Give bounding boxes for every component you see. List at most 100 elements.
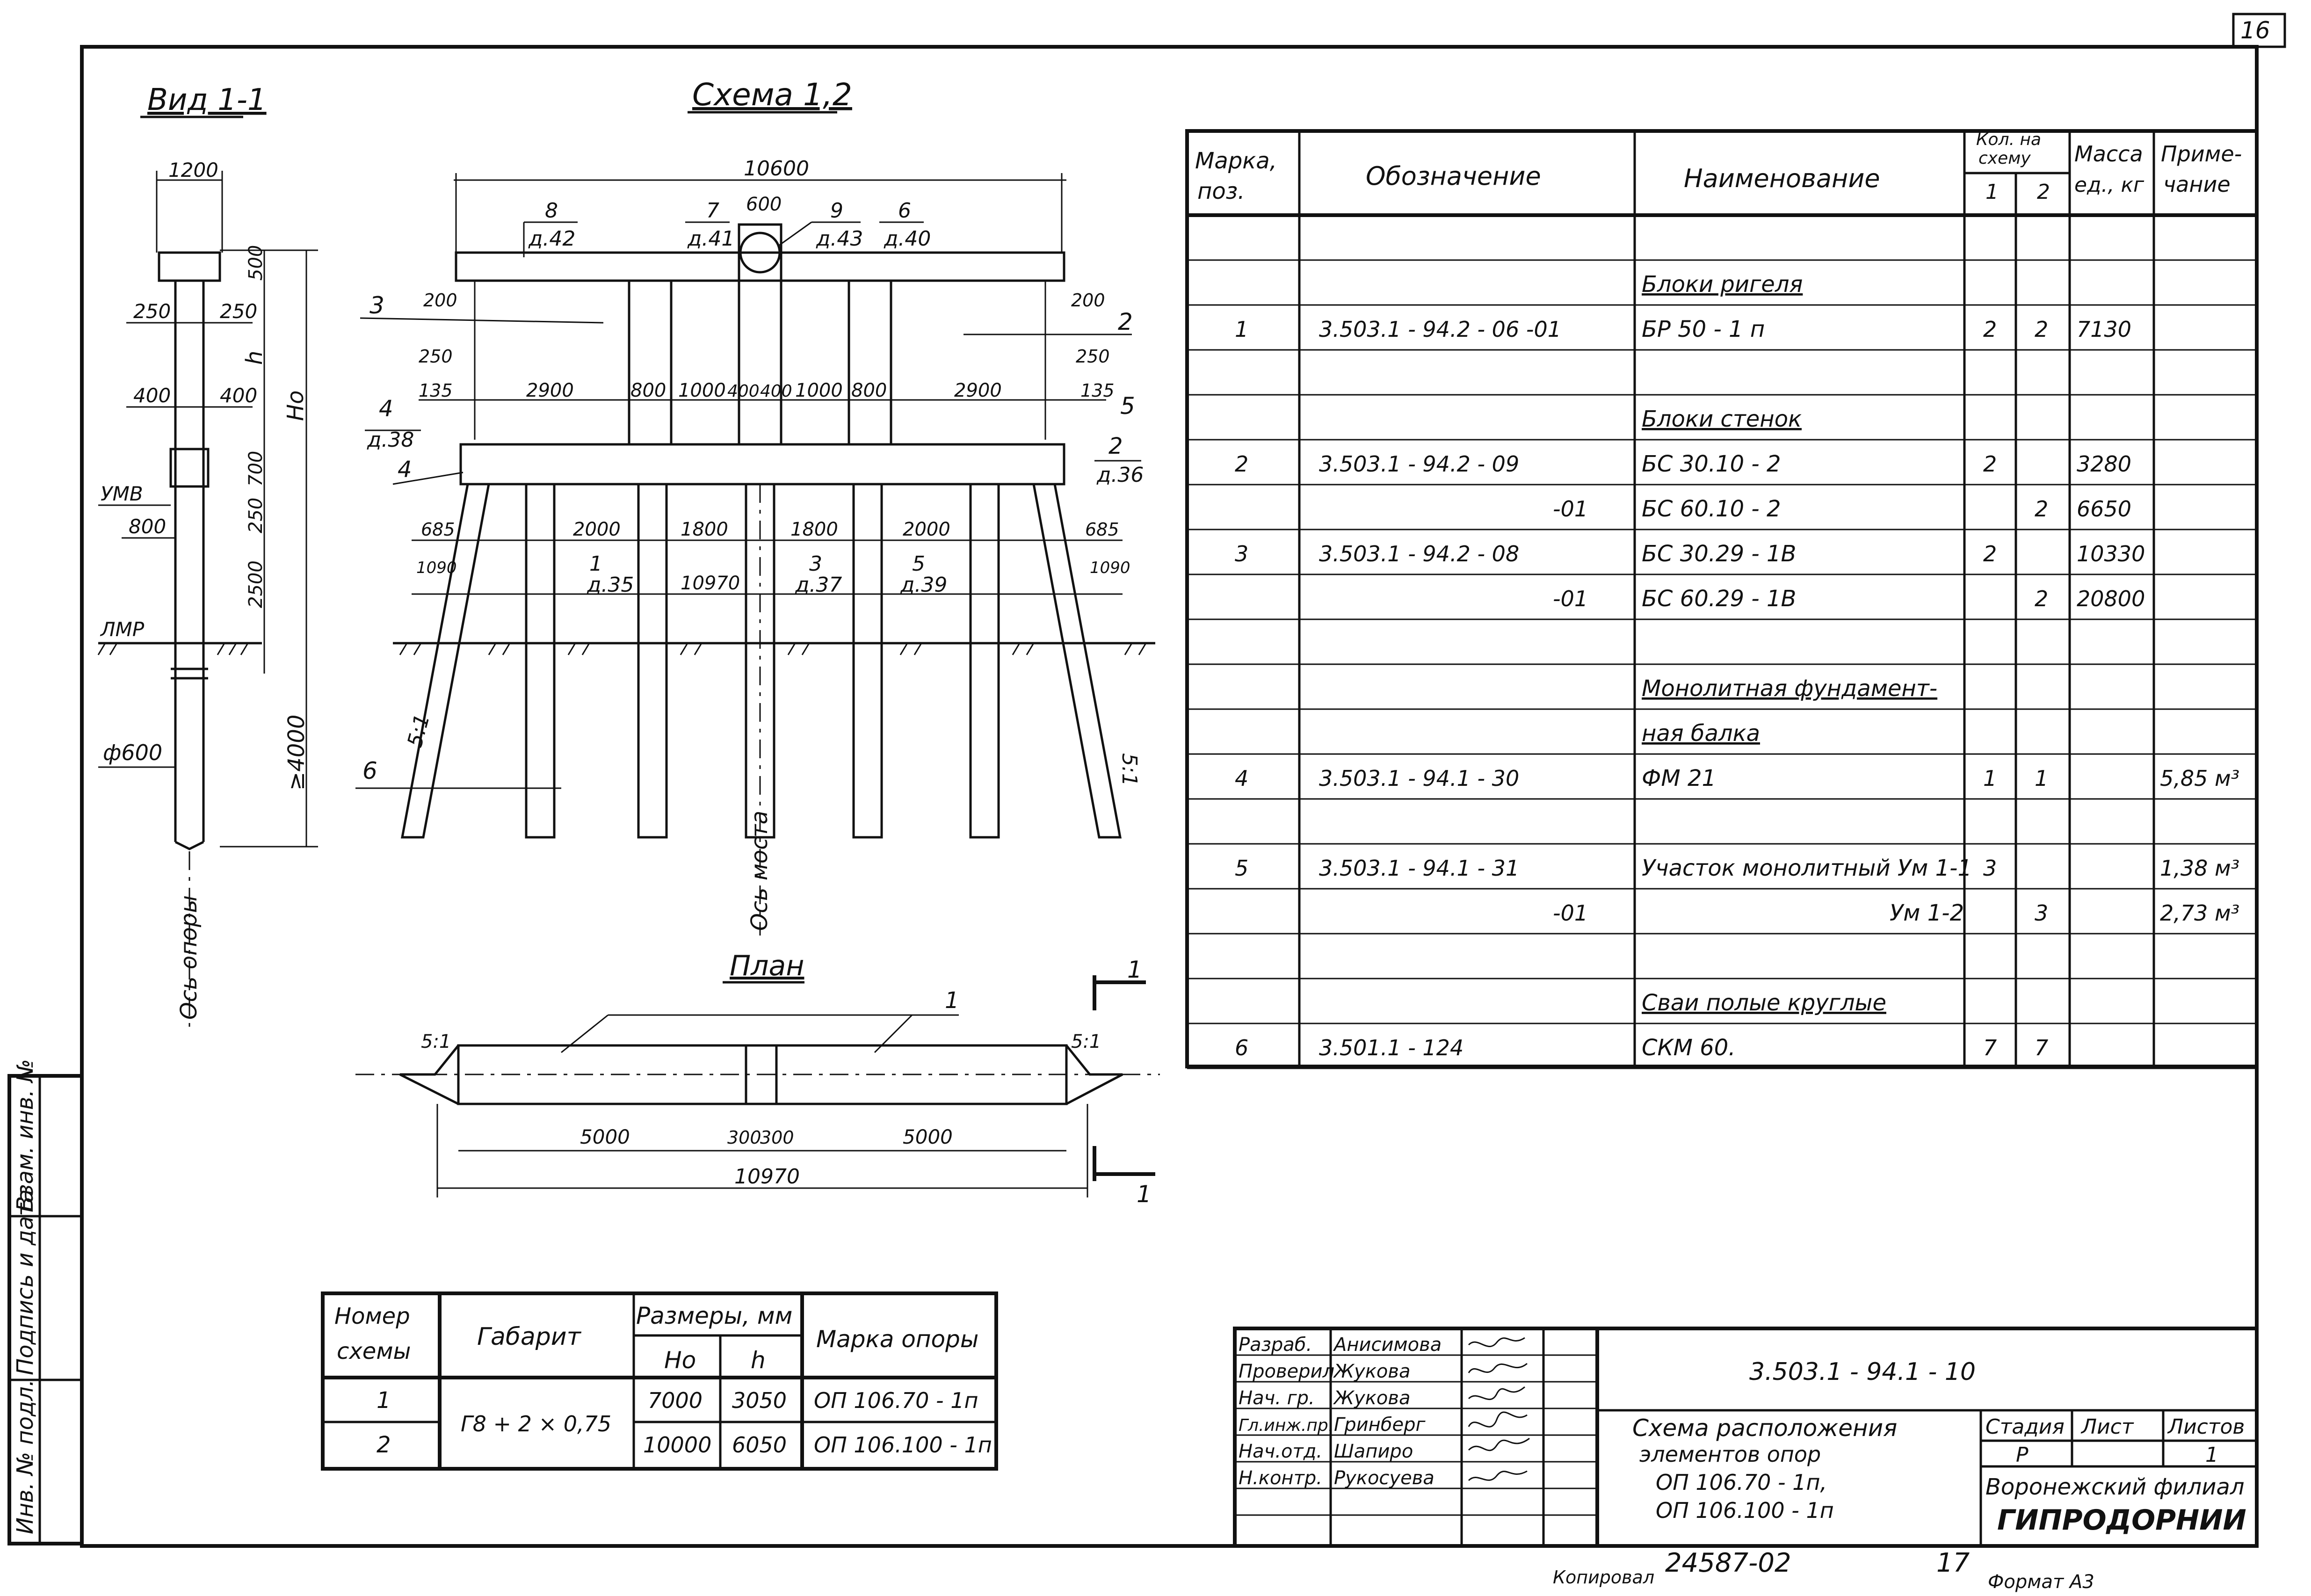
spec-cell-des: 3.501.1 - 124 (1319, 1035, 1463, 1060)
mark-8: 8 (545, 199, 558, 223)
pos-1: 1 (589, 552, 602, 576)
dim-200r: 200 (1071, 290, 1105, 311)
stamp-replace-inv: Взам. инв. № (12, 1059, 38, 1212)
size-row2-mark: ОП 106.100 - 1п (814, 1432, 992, 1458)
spec-cell-q2: 3 (2035, 900, 2048, 926)
wall-center (738, 223, 782, 446)
bridge-axis-label: Ось моста (746, 811, 773, 931)
dim-10970: 10970 (681, 573, 740, 594)
side-stamp: Инв. № подл. Подпись и дата Взам. инв. № (7, 1059, 84, 1545)
tb-sheet-label: Лист (2080, 1415, 2134, 1439)
spec-cell-des: -01 (1553, 900, 1588, 926)
spec-cell-note: 2,73 м³ (2160, 900, 2239, 926)
spec-cell-mass: 6650 (2077, 496, 2131, 522)
dim-total: 10600 (744, 157, 809, 181)
foundation-beam (459, 443, 1065, 486)
spec-cell-mass: 20800 (2077, 586, 2145, 611)
spec-cell-note: 1,38 м³ (2160, 856, 2239, 881)
spec-cell-note: 5,85 м³ (2160, 766, 2239, 791)
plan-total: 10970 (734, 1165, 800, 1189)
pos-6: 6 (362, 757, 377, 784)
hdr-mass-2: ед., кг (2074, 173, 2144, 197)
spec-cell-pos: 3 (1235, 541, 1248, 566)
ref-39: д.39 (900, 573, 947, 597)
pile-5 (969, 483, 1000, 839)
tb-title-3: ОП 106.100 - 1п (1656, 1498, 1834, 1523)
spec-cell-pos: 4 (1235, 766, 1248, 791)
spec-cell-pos: 1 (1235, 317, 1248, 342)
pos-5: 5 (1120, 392, 1135, 420)
dim-800l: 800 (630, 380, 666, 401)
hdr-qty-2: схему (1978, 149, 2031, 168)
mark-6: 6 (898, 199, 911, 223)
crossbar (455, 251, 1065, 282)
ref-43: д.43 (816, 227, 863, 251)
dim-200l: 200 (423, 290, 457, 311)
tb-role-0: Разраб. (1239, 1334, 1312, 1356)
size-gabarit-value: Г8 + 2 × 0,75 (461, 1411, 611, 1436)
dim-top-width: 1200 (168, 159, 218, 181)
footer-format: Формат А3 (1988, 1571, 2094, 1593)
spec-cell-name: ная балка (1642, 720, 1760, 747)
spec-cell-name: БС 30.10 - 2 (1642, 451, 1781, 477)
ref-35: д.35 (587, 573, 634, 597)
dim-400r: 400 (760, 382, 792, 401)
spec-cell-des: -01 (1553, 496, 1588, 522)
tb-name-3: Гринберг (1334, 1414, 1426, 1436)
hdr-qty1: 1 (1985, 180, 1999, 204)
plan-dim-300l: 300 (727, 1127, 761, 1148)
spec-cell-mass: 3280 (2077, 451, 2131, 477)
spec-cell-des: 3.503.1 - 94.1 - 30 (1319, 766, 1519, 791)
spec-cell-q1: 1 (1983, 766, 1997, 791)
spec-cell-name: БС 60.10 - 2 (1642, 496, 1781, 522)
spec-cell-q1: 2 (1983, 317, 1997, 342)
tb-stage-value: Р (2016, 1443, 2028, 1467)
hdr-note-2: чание (2163, 172, 2231, 197)
size-hdr-H0: Hо (664, 1347, 696, 1374)
dim-400l: 400 (727, 382, 760, 401)
spec-cell-name: Сваи полые круглые (1642, 990, 1886, 1016)
dim-1800r: 1800 (790, 519, 838, 540)
tb-role-3: Гл.инж.пр. (1239, 1416, 1333, 1435)
dim-685l: 685 (421, 519, 455, 540)
spec-cell-name: Блоки ригеля (1642, 271, 1803, 297)
dim-umv-offset: 800 (129, 515, 166, 538)
tb-title-2: ОП 106.70 - 1п, (1656, 1470, 1827, 1495)
ref-38: д.38 (367, 428, 414, 452)
spec-table: Марка, поз. Обозначение Наименование Кол… (1185, 129, 2259, 1069)
size-row1-h: 3050 (732, 1388, 787, 1413)
pos-4a: 4 (379, 396, 393, 422)
pos-5b: 5 (912, 552, 925, 576)
pile-right-inclined (1032, 484, 1122, 839)
dim-h: h (241, 351, 268, 365)
cut-bottom: 1 (1137, 1181, 1152, 1208)
spec-cell-name: Участок монолитный Ум 1-1 (1642, 855, 1972, 881)
cut-top: 1 (1127, 956, 1142, 983)
footer-number: 24587-02 (1665, 1548, 1791, 1578)
dim-135r: 135 (1080, 380, 1115, 401)
dim-mid-right: 400 (220, 384, 257, 407)
dim-h700: 700 (245, 451, 267, 486)
mark-7: 7 (706, 199, 719, 223)
spec-cell-name: ФМ 21 (1642, 765, 1716, 791)
tb-name-4: Шапиро (1334, 1441, 1413, 1462)
dim-side-right: 250 (220, 300, 257, 323)
spec-cell-name: БС 30.29 - 1В (1642, 541, 1796, 567)
spec-cell-mass: 7130 (2077, 317, 2131, 342)
slope-left: 5:1 (403, 711, 435, 750)
dim-H0: Hо (283, 391, 309, 421)
pos-4b: 4 (398, 457, 412, 483)
pos-2: 2 (1118, 308, 1133, 335)
wall-right (848, 279, 892, 446)
dim-1090r: 1090 (1090, 559, 1130, 577)
tb-name-0: Анисимова (1333, 1334, 1442, 1356)
spec-cell-name: Ум 1-2 (1890, 900, 1964, 926)
spec-cell-q1: 3 (1983, 856, 1997, 881)
pile-4 (852, 483, 883, 839)
hdr-qty2: 2 (2037, 180, 2050, 204)
dim-h2500: 2500 (245, 560, 267, 608)
size-row2-H0: 10000 (643, 1432, 711, 1458)
hdr-mark-2: поз. (1197, 178, 1245, 204)
dim-2900r: 2900 (954, 380, 1002, 401)
